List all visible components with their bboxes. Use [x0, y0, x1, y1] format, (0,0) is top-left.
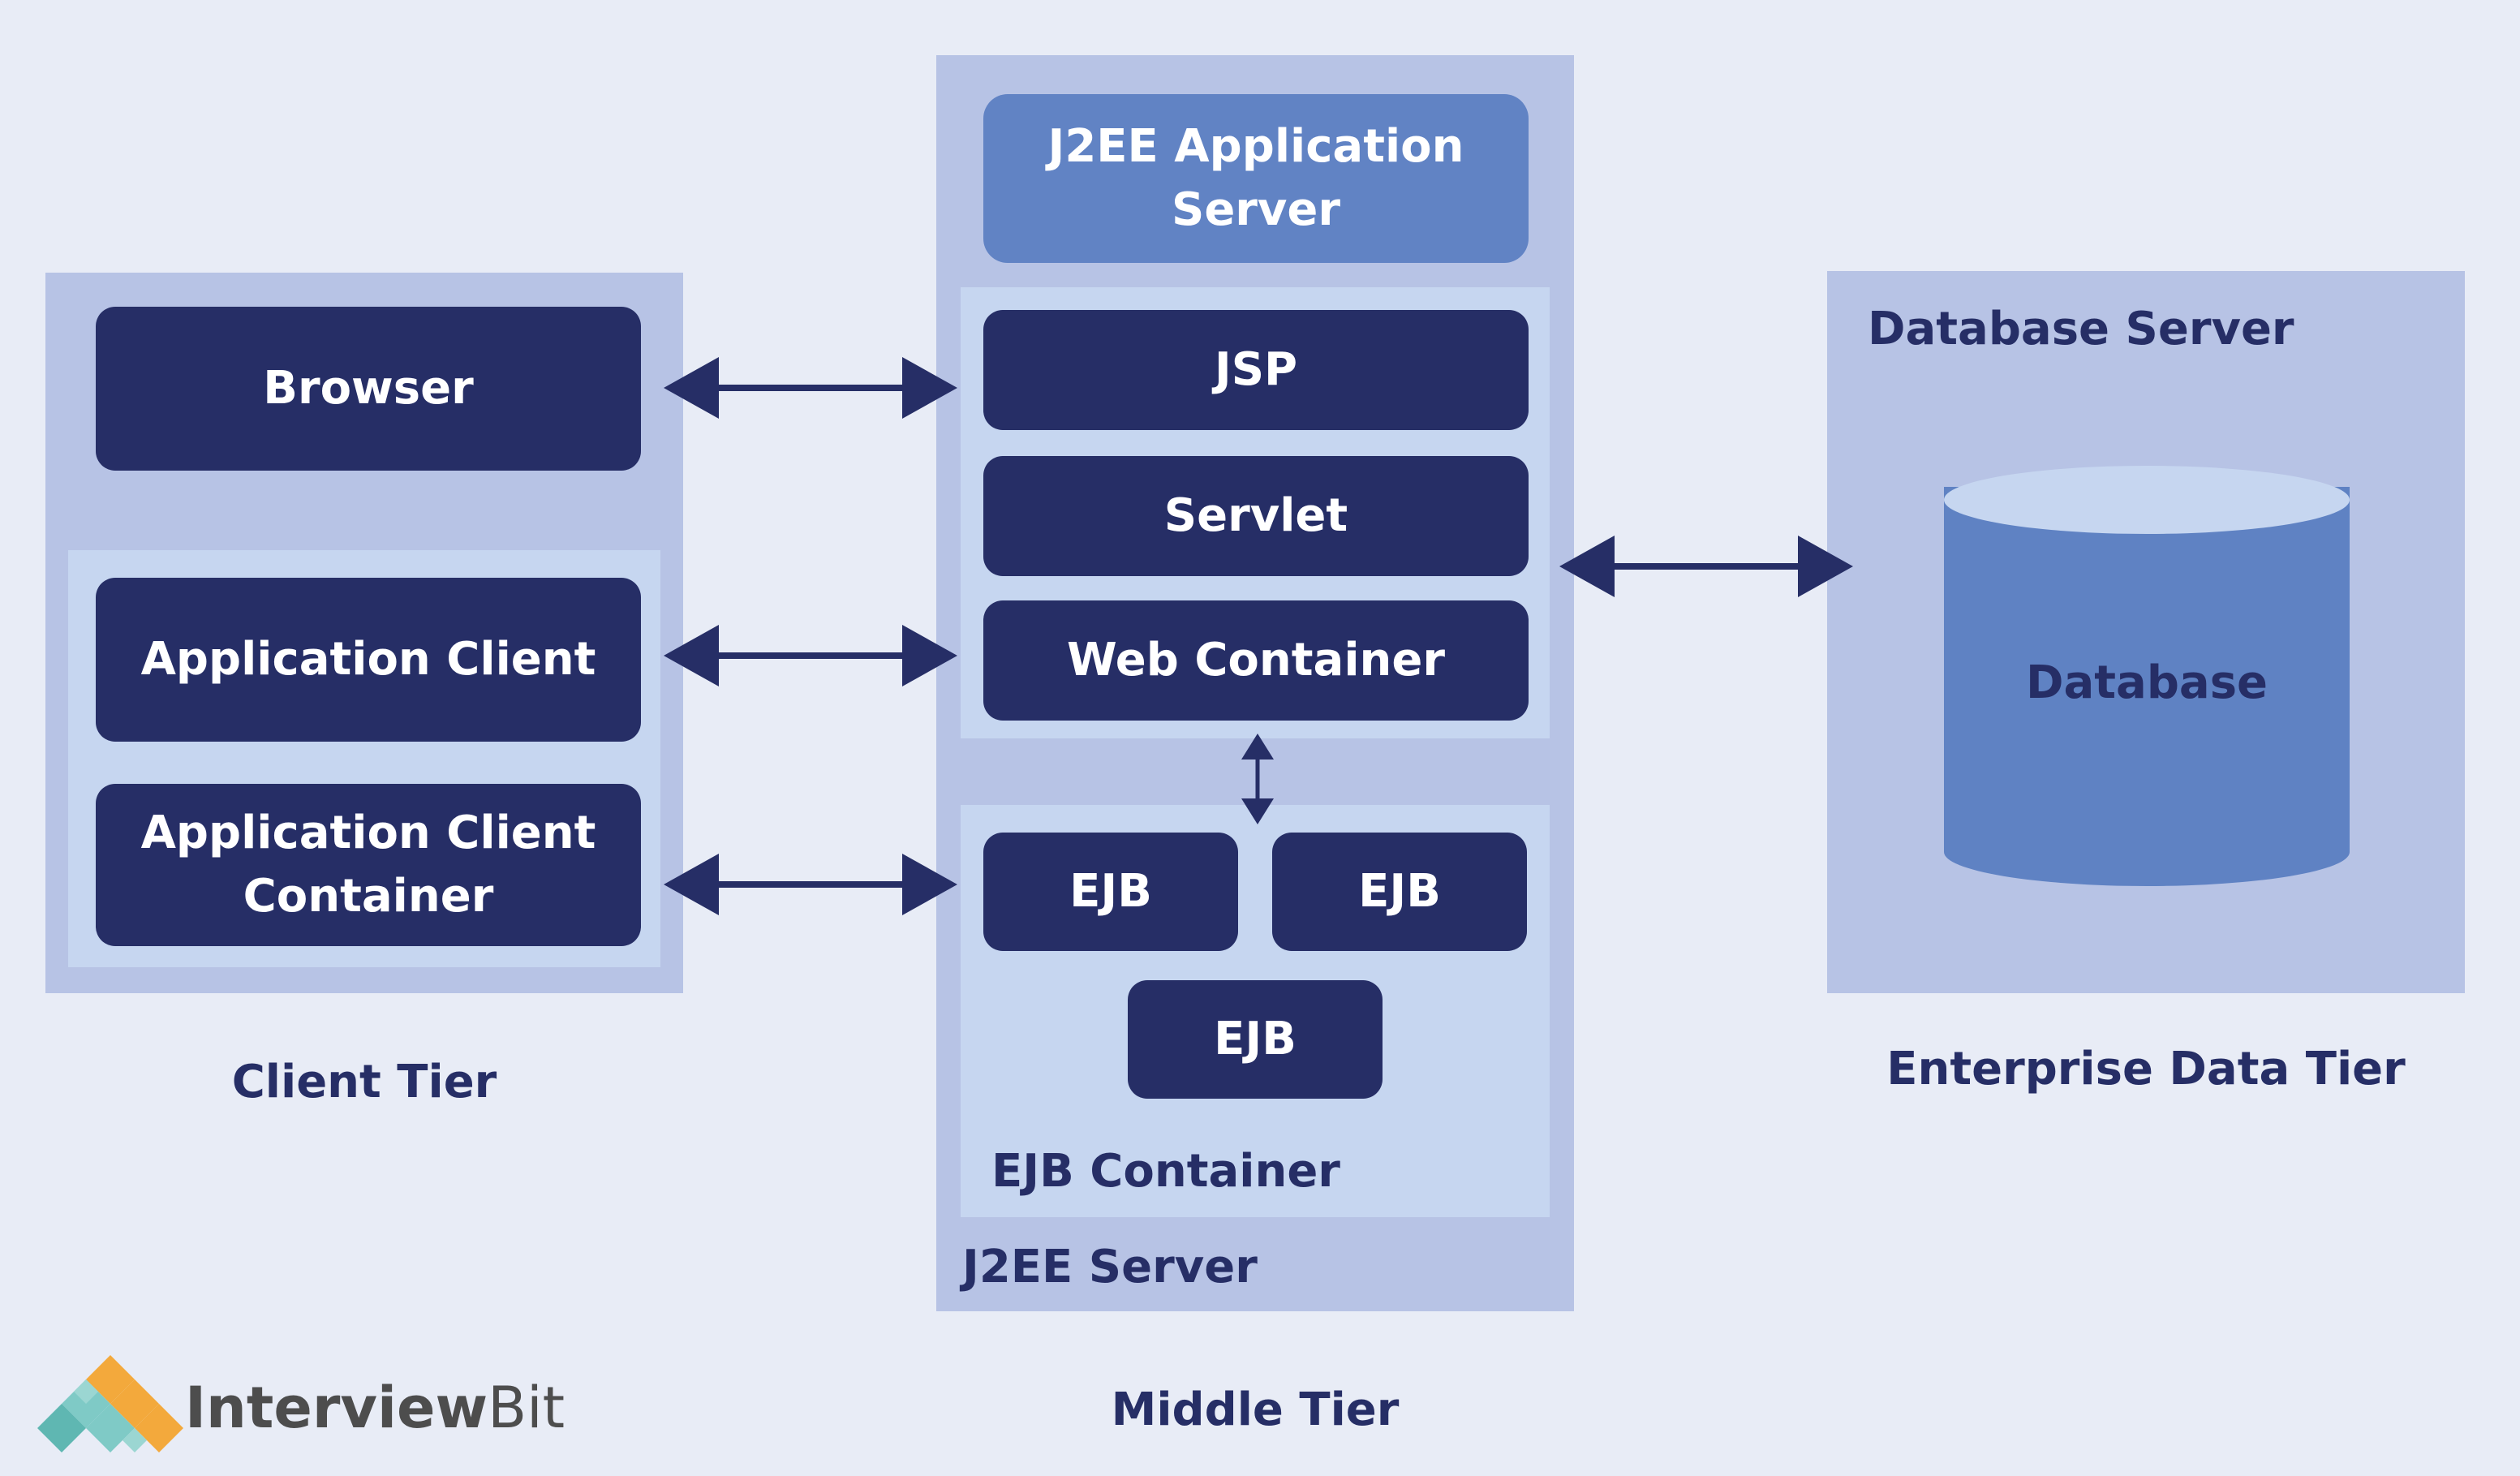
interviewbit-logo-icon: [37, 1355, 183, 1452]
application-client-box: Application Client: [96, 578, 641, 742]
server-database-arrow: [1559, 536, 1853, 597]
middle-tier-label: Middle Tier: [1111, 1383, 1400, 1436]
ejb-box-bottom: EJB: [1128, 980, 1383, 1099]
database-server-label: Database Server: [1868, 303, 2294, 355]
j2ee-application-server-header: J2EE Application Server: [983, 94, 1529, 263]
client-tier-label: Client Tier: [231, 1056, 497, 1108]
appclientcontainer-ejb-arrow: [664, 854, 957, 915]
ejb-box-left: EJB: [983, 833, 1238, 951]
web-container-box: Web Container: [983, 600, 1529, 721]
interviewbit-logo-text: InterviewBit: [185, 1379, 565, 1436]
ejb-container-label: EJB Container: [991, 1145, 1340, 1198]
logo-text-interview: Interview: [185, 1375, 488, 1441]
servlet-box: Servlet: [983, 456, 1529, 576]
jsp-box: JSP: [983, 310, 1529, 430]
database-label: Database: [2025, 656, 2268, 709]
j2ee-server-label: J2EE Server: [962, 1241, 1258, 1293]
browser-jsp-arrow: [664, 357, 957, 419]
database-top: [1944, 466, 2350, 534]
application-client-container-box: Application Client Container: [96, 784, 641, 946]
ejb-box-right: EJB: [1272, 833, 1527, 951]
web-ejb-arrow: [1241, 734, 1274, 824]
appclient-webcontainer-arrow: [664, 625, 957, 686]
logo-text-bit: Bit: [488, 1375, 565, 1441]
browser-box: Browser: [96, 307, 641, 471]
database-cylinder: [1944, 466, 2350, 886]
enterprise-data-tier-label: Enterprise Data Tier: [1886, 1043, 2406, 1095]
